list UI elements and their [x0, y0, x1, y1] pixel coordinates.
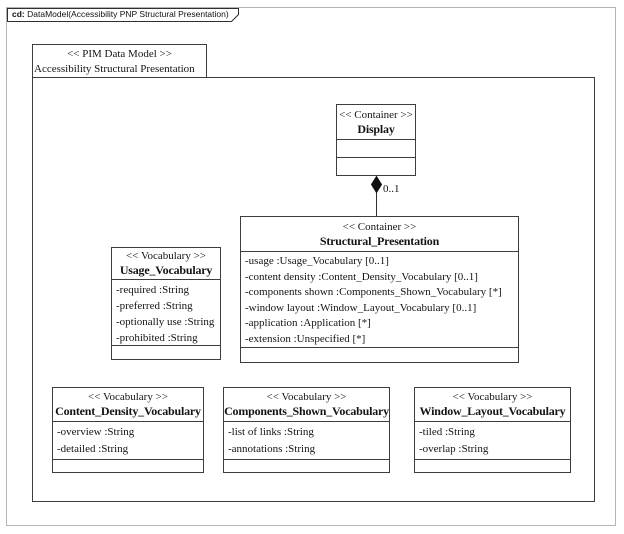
class-attribute: -prohibited :String [116, 332, 198, 344]
package-stereotype: << PIM Data Model >> [67, 48, 172, 60]
class-attribute: -annotations :String [228, 443, 316, 455]
diagram-frame [6, 7, 616, 526]
operations-compartment [241, 347, 518, 362]
attributes-compartment: -usage :Usage_Vocabulary [0..1] -content… [241, 251, 518, 347]
class-attribute: -content density :Content_Density_Vocabu… [245, 270, 478, 283]
class-box-content-density-vocabulary: << Vocabulary >> Content_Density_Vocabul… [52, 387, 204, 473]
operations-compartment [224, 459, 389, 472]
class-attribute: -components shown :Components_Shown_Voca… [245, 286, 502, 298]
class-box-window-layout-vocabulary: << Vocabulary >> Window_Layout_Vocabular… [414, 387, 571, 473]
class-stereotype: << Container >> [339, 108, 413, 121]
diagram-title-tab: cd: DataModel(Accessibility PNP Structur… [7, 8, 239, 22]
association-line [376, 192, 377, 216]
operations-compartment [112, 345, 220, 359]
class-box-structural-presentation: << Container >> Structural_Presentation … [240, 216, 519, 363]
class-name: Display [357, 121, 395, 136]
attributes-compartment: -overview :String -detailed :String [53, 421, 203, 459]
package-name: Accessibility Structural Presentation [34, 63, 195, 75]
attributes-compartment [337, 139, 415, 157]
diagram-title: cd: DataModel(Accessibility PNP Structur… [12, 9, 229, 20]
class-attribute: -detailed :String [57, 443, 129, 455]
class-attribute: -required :String [116, 284, 190, 296]
class-attribute: -application :Application [*] [245, 317, 371, 329]
operations-compartment [337, 157, 415, 175]
class-attribute: -preferred :String [116, 300, 193, 312]
class-attribute: -optionally use :String [116, 316, 215, 328]
class-stereotype: << Container >> [342, 220, 417, 233]
class-attribute: -list of links :String [228, 426, 314, 438]
class-attribute: -tiled :String [419, 426, 475, 438]
multiplicity-label: 0..1 [383, 183, 400, 195]
operations-compartment [415, 459, 570, 472]
class-box-display: << Container >> Display [336, 104, 416, 176]
class-attribute: -overview :String [57, 426, 135, 438]
class-stereotype: << Vocabulary >> [87, 391, 168, 403]
class-attribute: -window layout :Window_Layout_Vocabulary… [245, 301, 477, 314]
operations-compartment [53, 459, 203, 472]
class-attribute: -overlap :String [419, 443, 489, 455]
class-stereotype: << Vocabulary >> [452, 391, 533, 403]
diagram-name-label: DataModel(Accessibility PNP Structural P… [27, 9, 229, 19]
class-name: Structural_Presentation [319, 233, 440, 248]
class-name: Usage_Vocabulary [119, 263, 213, 277]
class-box-components-shown-vocabulary: << Vocabulary >> Components_Shown_Vocabu… [223, 387, 390, 473]
class-attribute: -usage :Usage_Vocabulary [0..1] [245, 255, 389, 267]
class-stereotype: << Vocabulary >> [125, 250, 206, 262]
class-name: Content_Density_Vocabulary [55, 404, 201, 418]
diagram-type-label: cd: [12, 9, 25, 19]
package-header: << PIM Data Model >> Accessibility Struc… [32, 44, 207, 77]
class-box-usage-vocabulary: << Vocabulary >> Usage_Vocabulary -requi… [111, 247, 221, 360]
tab-shape [7, 8, 239, 22]
class-attribute: -extension :Unspecified [*] [245, 332, 366, 345]
composition-diamond-icon [371, 176, 382, 193]
class-name: Window_Layout_Vocabulary [419, 404, 566, 418]
attributes-compartment: -list of links :String -annotations :Str… [224, 421, 389, 459]
attributes-compartment: -tiled :String -overlap :String [415, 421, 570, 459]
attributes-compartment: -required :String -preferred :String -op… [112, 279, 220, 345]
class-stereotype: << Vocabulary >> [266, 391, 347, 403]
class-name: Components_Shown_Vocabulary [224, 404, 389, 418]
